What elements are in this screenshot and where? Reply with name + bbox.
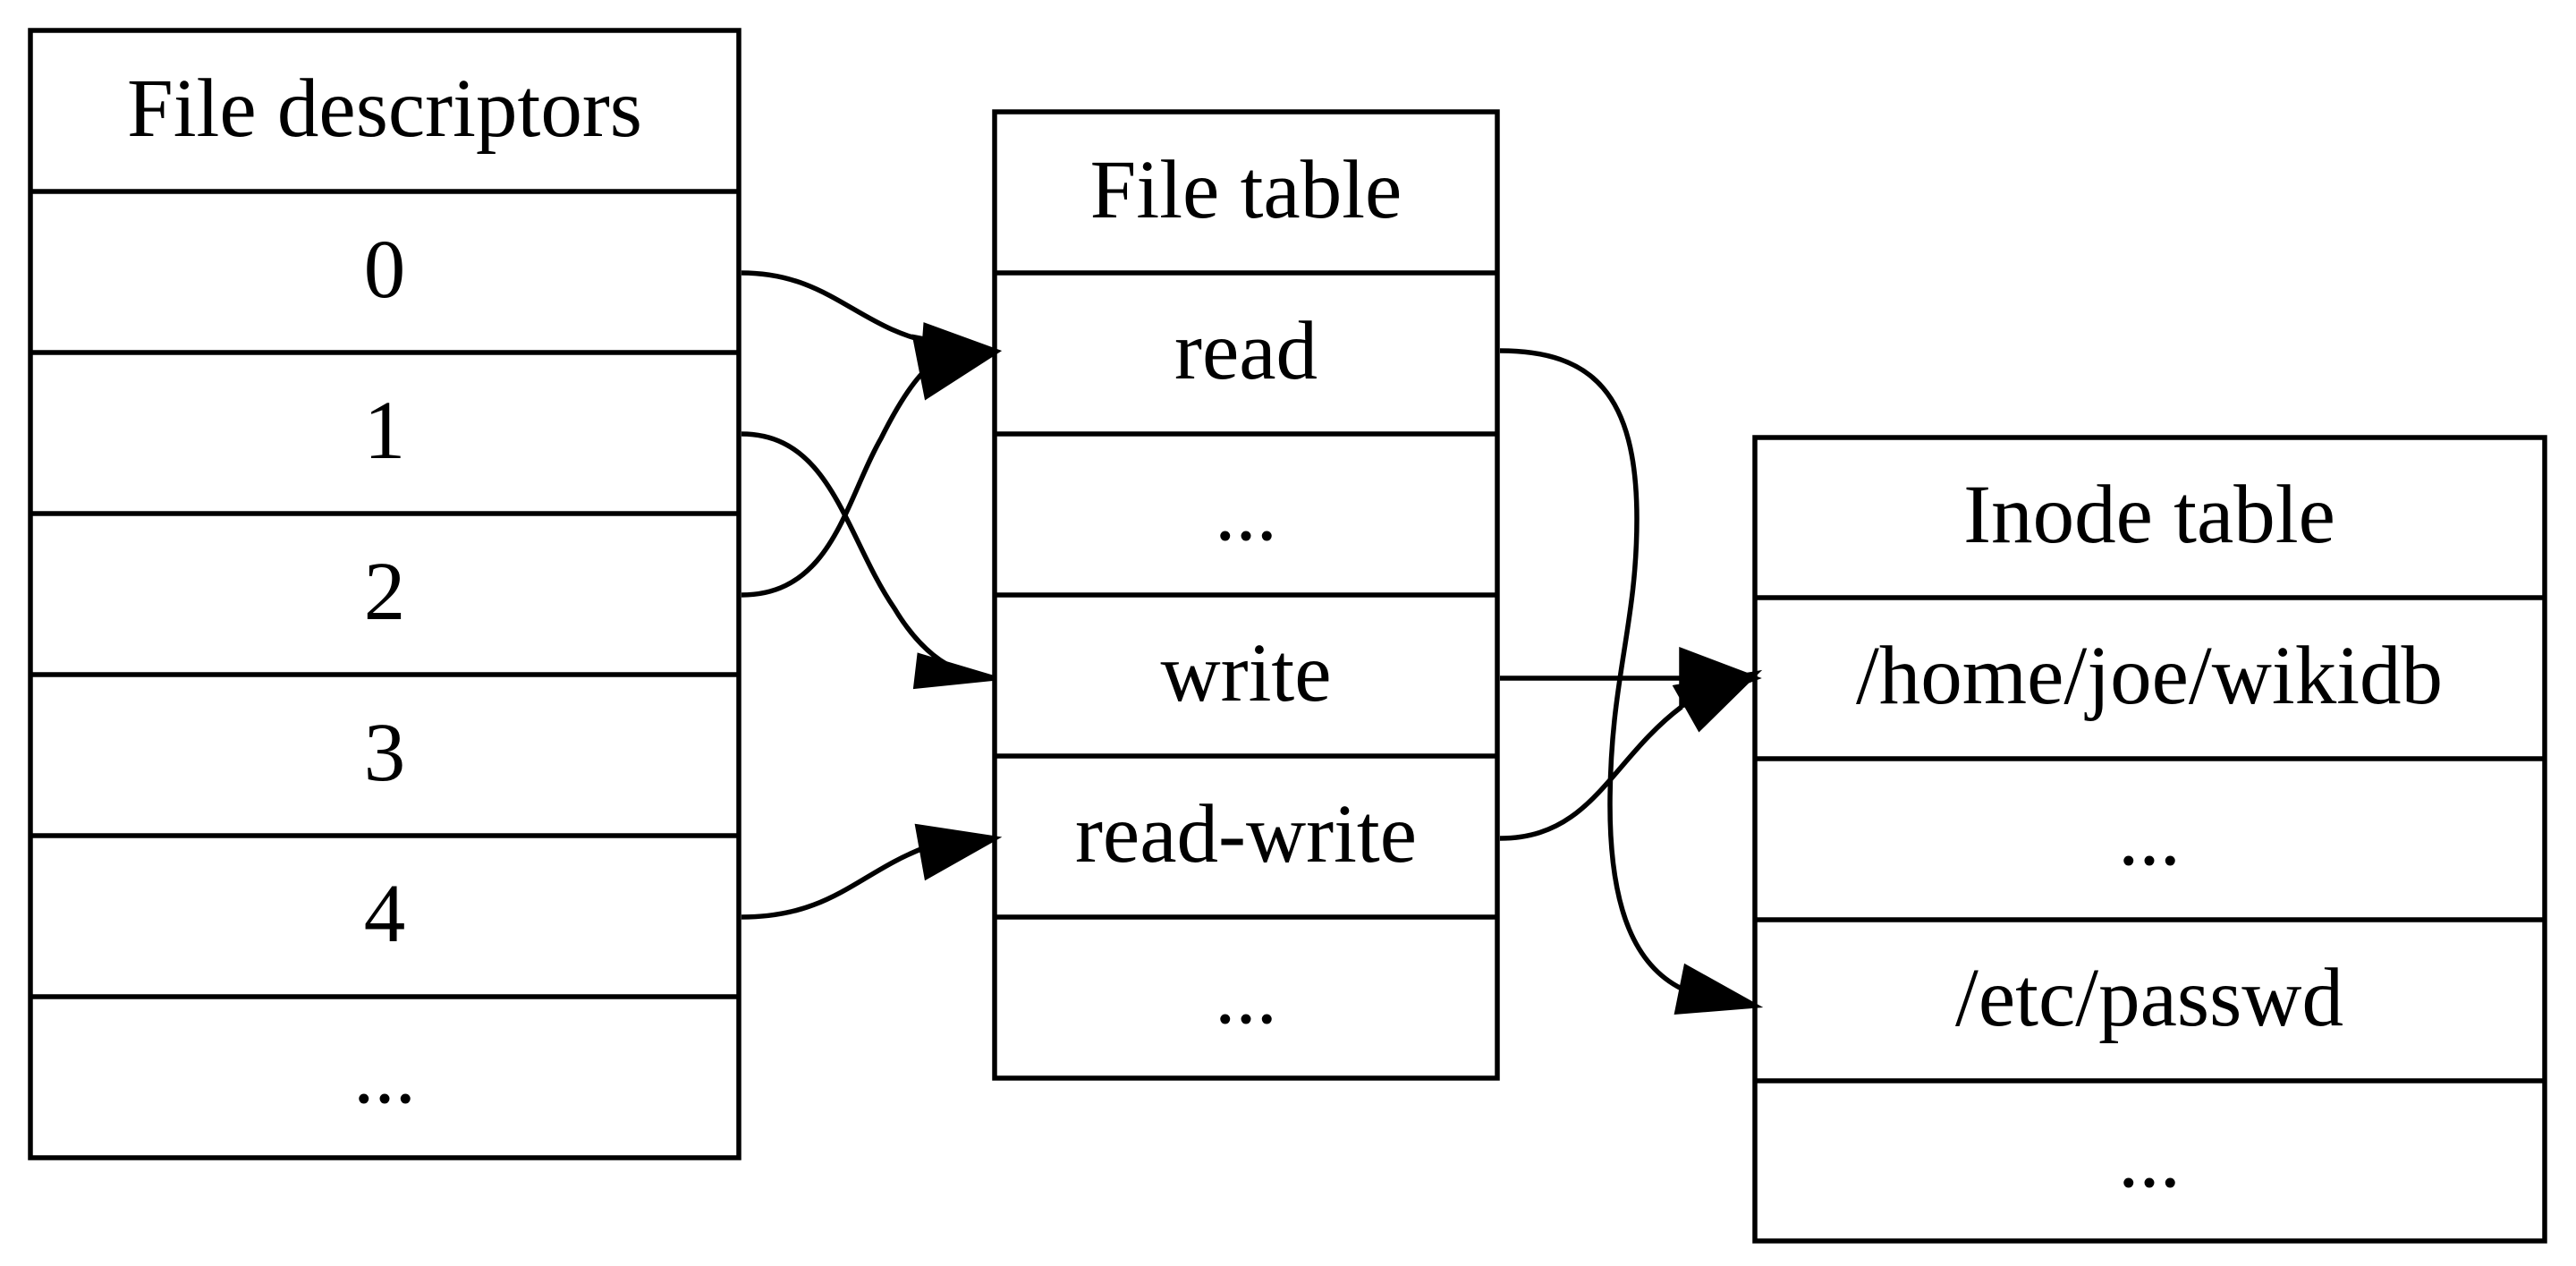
ft-row-write: write <box>1160 627 1331 719</box>
edge-read-write-to-wikidb <box>1499 669 1763 841</box>
edges <box>741 270 1764 1015</box>
inode-table-header: Inode table <box>1963 469 2335 561</box>
edge-read-to-passwd <box>1499 348 1764 1015</box>
file-table: File table read ... write read-write ... <box>992 109 1500 1081</box>
edge-fd1-to-write <box>741 431 996 690</box>
inode-row-ellipsis-1: ... <box>2118 791 2181 883</box>
fd-row-1: 1 <box>364 385 406 477</box>
inode-row-ellipsis-2: ... <box>2118 1113 2181 1205</box>
file-table-header: File table <box>1090 144 1402 236</box>
ft-row-read: read <box>1174 305 1318 397</box>
arrowhead <box>912 652 996 690</box>
fd-row-2: 2 <box>364 546 406 638</box>
file-descriptors-table: File descriptors 0 1 2 3 4 ... <box>28 28 741 1160</box>
inode-row-passwd: /etc/passwd <box>1955 952 2343 1044</box>
inode-row-wikidb: /home/joe/wikidb <box>1856 630 2443 722</box>
fd-row-3: 3 <box>364 707 406 799</box>
edge-fd2-to-read <box>741 334 1002 598</box>
inode-table: Inode table /home/joe/wikidb ... /etc/pa… <box>1752 435 2547 1244</box>
file-descriptors-box <box>28 28 741 1160</box>
inode-table-box <box>1752 435 2547 1244</box>
arrowhead <box>1672 669 1763 733</box>
arrowhead <box>911 334 1002 401</box>
fd-row-4: 4 <box>364 868 406 960</box>
arrowhead <box>1674 963 1764 1015</box>
file-descriptors-header: File descriptors <box>127 63 642 155</box>
fd-row-ellipsis: ... <box>353 1029 416 1121</box>
fd-row-0: 0 <box>364 224 406 316</box>
ft-row-ellipsis-2: ... <box>1215 949 1277 1041</box>
ft-row-read-write: read-write <box>1075 788 1417 880</box>
ft-row-ellipsis-1: ... <box>1215 466 1277 558</box>
arrowhead <box>914 823 1003 881</box>
edge-fd4-to-read-write <box>741 823 1003 920</box>
